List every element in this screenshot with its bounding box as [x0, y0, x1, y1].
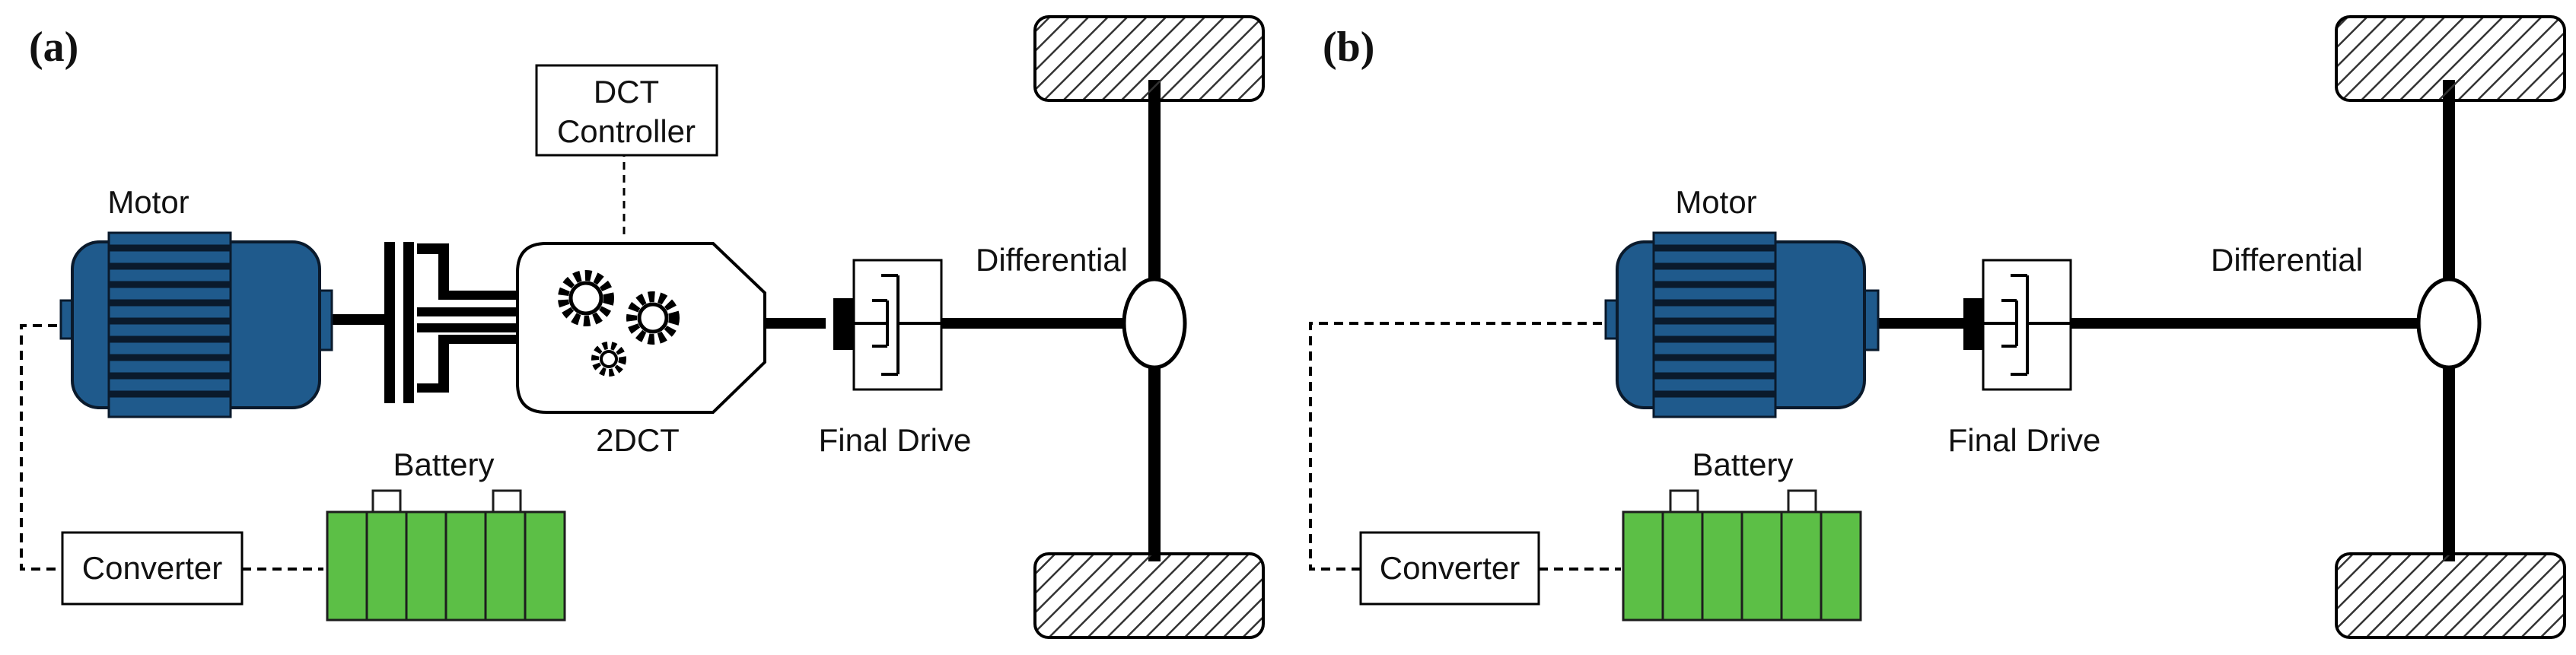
wheel-bottom [1033, 552, 1265, 639]
battery [326, 489, 566, 622]
converter-box [61, 531, 244, 606]
motor [1604, 231, 1880, 418]
differential-label: Differential [2211, 242, 2363, 278]
panel-b: (b) [1309, 15, 2566, 639]
wheel-top [2335, 15, 2566, 102]
differential-label: Differential [976, 242, 1128, 278]
converter-box [1359, 531, 1540, 606]
motor-converter-wire [1309, 322, 1617, 571]
converter-label: Converter [1380, 550, 1520, 586]
dct-controller-box [535, 64, 718, 157]
final-drive-label: Final Drive [819, 422, 972, 458]
gears [558, 270, 680, 377]
panel-b-letter: (b) [1323, 24, 1374, 71]
dct-controller-line2: Controller [557, 113, 696, 149]
gearbox-label: 2DCT [596, 422, 680, 458]
final-drive-coupling [1963, 298, 1983, 350]
motor-converter-wire [20, 324, 72, 571]
wheel-bottom [2335, 552, 2566, 639]
dual-clutch [384, 242, 517, 403]
battery-label: Battery [393, 447, 494, 482]
final-drive-label: Final Drive [1948, 422, 2101, 458]
panel-a-letter: (a) [29, 24, 78, 71]
motor-label: Motor [1675, 184, 1756, 220]
wheel-top [1033, 15, 1265, 102]
differential-shape [2416, 277, 2482, 370]
battery-label: Battery [1692, 447, 1793, 482]
differential-shape [1122, 277, 1187, 370]
final-drive-coupling [833, 298, 853, 350]
dct-controller-line1: DCT [594, 74, 659, 110]
converter-label: Converter [82, 550, 222, 586]
panel-a: (a) [20, 15, 1265, 639]
motor-label: Motor [107, 184, 189, 220]
battery [1622, 489, 1862, 622]
final-drive-gears [1982, 274, 2071, 376]
motor [59, 231, 333, 418]
final-drive-gears [853, 274, 941, 376]
